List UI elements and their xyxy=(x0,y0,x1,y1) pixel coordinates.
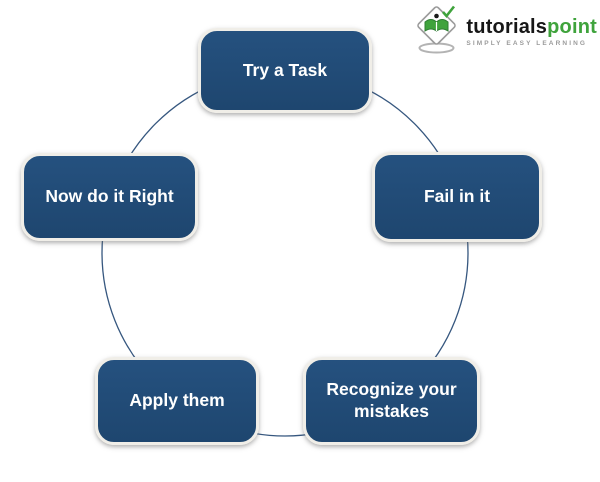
node-label: Try a Task xyxy=(242,59,328,80)
node-fail-in-it: Fail in it xyxy=(372,152,542,242)
tutorialspoint-logo-icon xyxy=(417,5,457,54)
node-now-do-it-right: Now do it Right xyxy=(21,153,198,241)
tutorialspoint-logo: tutorialspoint SIMPLY EASY LEARNING xyxy=(412,3,597,55)
brand-tagline: SIMPLY EASY LEARNING xyxy=(466,40,588,47)
brand-point: point xyxy=(547,16,597,38)
node-label: Apply them xyxy=(129,390,225,411)
node-recognize-your-mistakes: Recognize your mistakes xyxy=(303,357,480,445)
node-apply-them: Apply them xyxy=(95,357,259,445)
brand-wordmark: tutorialspoint xyxy=(466,17,597,37)
node-try-a-task: Try a Task xyxy=(198,28,372,113)
node-label: Now do it Right xyxy=(45,186,174,207)
logo-text: tutorialspoint SIMPLY EASY LEARNING xyxy=(466,11,597,47)
brand-tutorials: tutorials xyxy=(466,16,548,38)
node-label: Fail in it xyxy=(423,186,491,207)
node-label: Recognize your mistakes xyxy=(326,379,457,421)
